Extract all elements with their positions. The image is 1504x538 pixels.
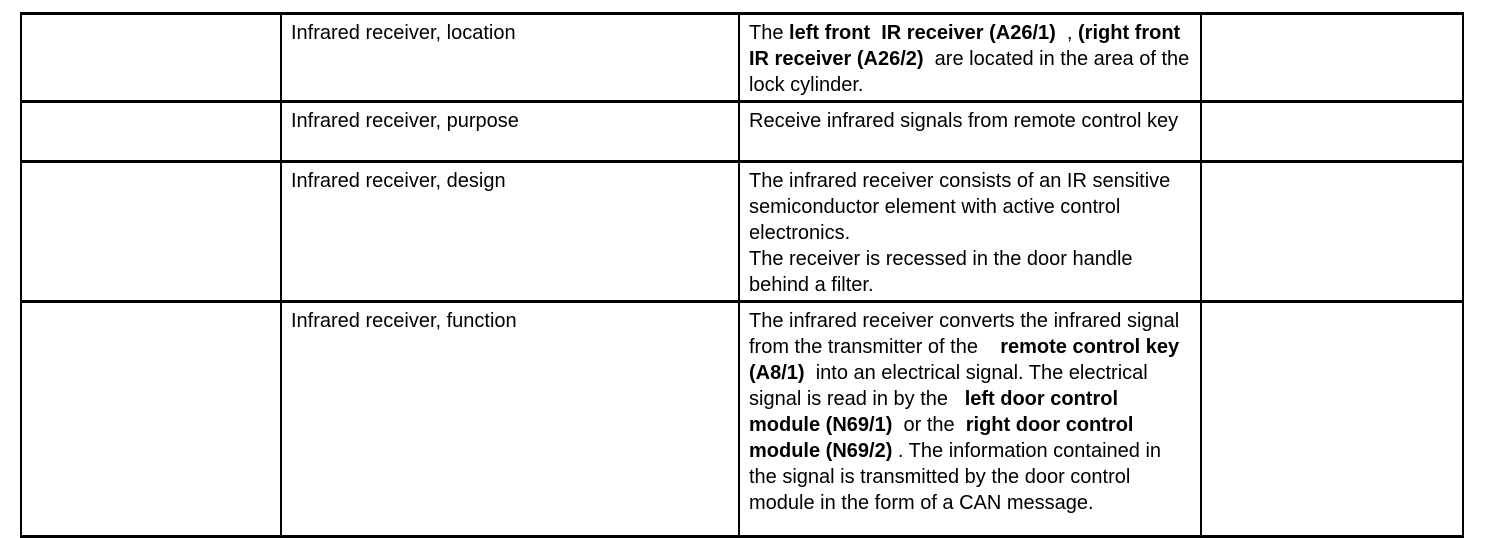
topic-text: Infrared receiver, purpose bbox=[291, 110, 519, 132]
cell-description: The infrared receiver consists of an IR … bbox=[738, 160, 1202, 303]
cell-empty-right bbox=[1200, 300, 1464, 538]
text-segment: , bbox=[1055, 22, 1079, 44]
table-row-design: Infrared receiver, design The infrared r… bbox=[20, 160, 1464, 303]
cell-empty-right bbox=[1200, 12, 1464, 103]
description-text: The infrared receiver consists of an IR … bbox=[749, 170, 1176, 296]
cell-topic: Infrared receiver, design bbox=[280, 160, 740, 303]
description-text: Receive infrared signals from remote con… bbox=[749, 110, 1178, 132]
text-segment: or the bbox=[892, 414, 966, 436]
table-row-purpose: Infrared receiver, purpose Receive infra… bbox=[20, 100, 1464, 163]
topic-text: Infrared receiver, design bbox=[291, 170, 506, 192]
text-segment: are located in the area of the lock cyli… bbox=[749, 48, 1195, 96]
text-segment: The infrared receiver consists of an IR … bbox=[749, 170, 1171, 296]
cell-description: Receive infrared signals from remote con… bbox=[738, 100, 1202, 163]
description-text: The infrared receiver converts the infra… bbox=[749, 310, 1185, 514]
cell-empty-left bbox=[20, 300, 282, 538]
text-segment: Receive infrared signals from remote con… bbox=[749, 110, 1179, 132]
cell-empty-left bbox=[20, 160, 282, 303]
cell-description: The infrared receiver converts the infra… bbox=[738, 300, 1202, 538]
cell-empty-left bbox=[20, 100, 282, 163]
text-segment: The bbox=[749, 22, 790, 44]
text-segment: into an electrical signal. The electrica… bbox=[749, 362, 1154, 410]
bold-text-segment: remote control key (A8/1) bbox=[749, 336, 1185, 384]
cell-empty-right bbox=[1200, 100, 1464, 163]
bold-text-segment: (right front IR receiver (A26/2) bbox=[749, 22, 1186, 70]
topic-text: Infrared receiver, function bbox=[291, 310, 517, 332]
bold-text-segment: left door control module (N69/1) bbox=[749, 388, 1124, 436]
cell-empty-left bbox=[20, 12, 282, 103]
topic-text: Infrared receiver, location bbox=[291, 22, 516, 44]
cell-topic: Infrared receiver, location bbox=[280, 12, 740, 103]
bold-text-segment: right door control module (N69/2) bbox=[749, 414, 1140, 462]
cell-empty-right bbox=[1200, 160, 1464, 303]
specification-table: Infrared receiver, location The left fro… bbox=[20, 12, 1464, 538]
cell-topic: Infrared receiver, function bbox=[280, 300, 740, 538]
cell-topic: Infrared receiver, purpose bbox=[280, 100, 740, 163]
bold-text-segment: left front IR receiver (A26/1) bbox=[789, 22, 1056, 44]
cell-description: The left front IR receiver (A26/1) , (ri… bbox=[738, 12, 1202, 103]
description-text: The left front IR receiver (A26/1) , (ri… bbox=[749, 22, 1195, 96]
table-row-function: Infrared receiver, function The infrared… bbox=[20, 300, 1464, 538]
text-segment: The infrared receiver converts the infra… bbox=[749, 310, 1185, 358]
text-segment: . The information contained in the signa… bbox=[749, 440, 1167, 514]
table-row-location: Infrared receiver, location The left fro… bbox=[20, 12, 1464, 103]
